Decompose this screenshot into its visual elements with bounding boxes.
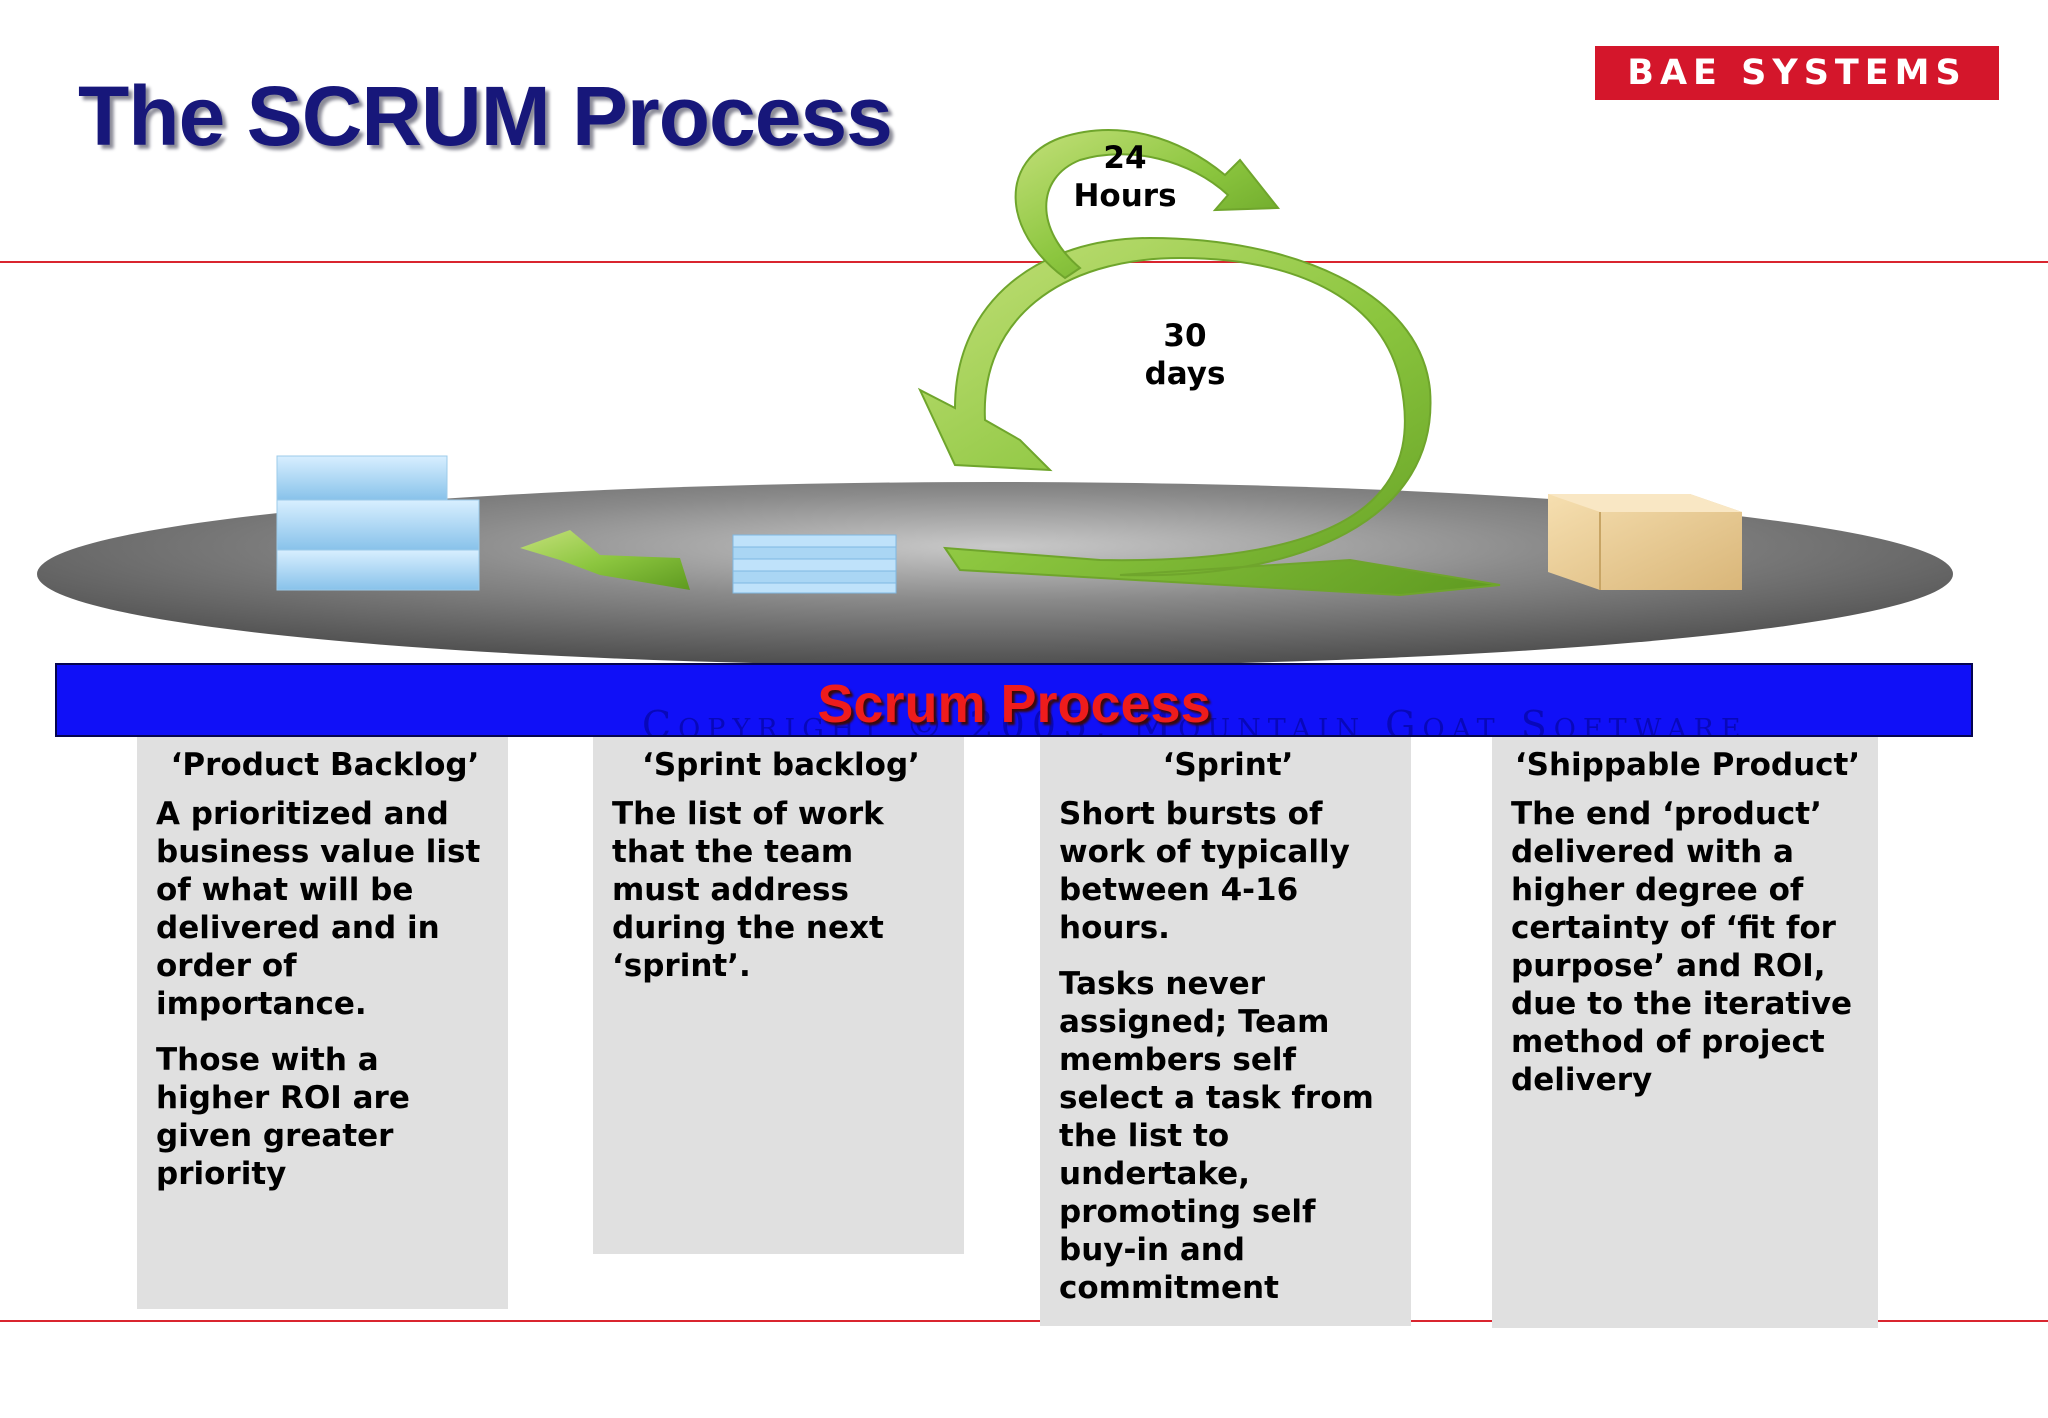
column-sprint: ‘Sprint’ Short bursts of work of typical… xyxy=(1040,737,1411,1326)
column-heading: ‘Shippable Product’ xyxy=(1514,747,1861,783)
column-heading: ‘Sprint’ xyxy=(1162,747,1294,783)
column-heading: ‘Sprint backlog’ xyxy=(642,747,920,783)
sprint-cycle-label: 30 days xyxy=(1144,318,1226,392)
shippable-product-box-icon xyxy=(1548,494,1742,590)
banner-title: Scrum Process xyxy=(817,674,1211,734)
slide-title: The SCRUM Process xyxy=(78,69,893,163)
sprint-backlog-stack-icon xyxy=(732,534,897,594)
bae-systems-logo: BAE SYSTEMS xyxy=(1595,46,1999,100)
daily-cycle-label: 24 Hours xyxy=(1073,140,1177,214)
daily-cycle-arrow-icon xyxy=(1014,129,1281,280)
column-text: The end ‘product’ delivered with a highe… xyxy=(1511,796,1853,1098)
column-text: Those with a higher ROI are given greate… xyxy=(156,1042,410,1192)
column-heading: ‘Product Backlog’ xyxy=(170,747,480,783)
bottom-divider xyxy=(0,1320,2048,1322)
backlog-arrow-icon xyxy=(520,530,690,590)
platform-disc xyxy=(37,482,1953,666)
column-text: Short bursts of work of typically betwee… xyxy=(1059,796,1350,946)
column-text: The list of work that the team must addr… xyxy=(612,796,884,984)
column-text: A prioritized and business value list of… xyxy=(156,796,481,1022)
sprint-cycle-arrow-icon xyxy=(917,236,1501,597)
column-text: Tasks never assigned; Team members self … xyxy=(1059,966,1374,1306)
copyright-watermark: Copyright © 2005, Mountain Goat Software xyxy=(642,703,1748,737)
column-shippable-product: ‘Shippable Product’ The end ‘product’ de… xyxy=(1492,737,1878,1328)
column-sprint-backlog: ‘Sprint backlog’ The list of work that t… xyxy=(593,737,964,1254)
column-product-backlog: ‘Product Backlog’ A prioritized and busi… xyxy=(137,737,508,1309)
top-divider xyxy=(0,261,2048,263)
scrum-process-banner: Copyright © 2005, Mountain Goat Software… xyxy=(55,663,1973,737)
product-backlog-stack-icon xyxy=(276,455,480,591)
